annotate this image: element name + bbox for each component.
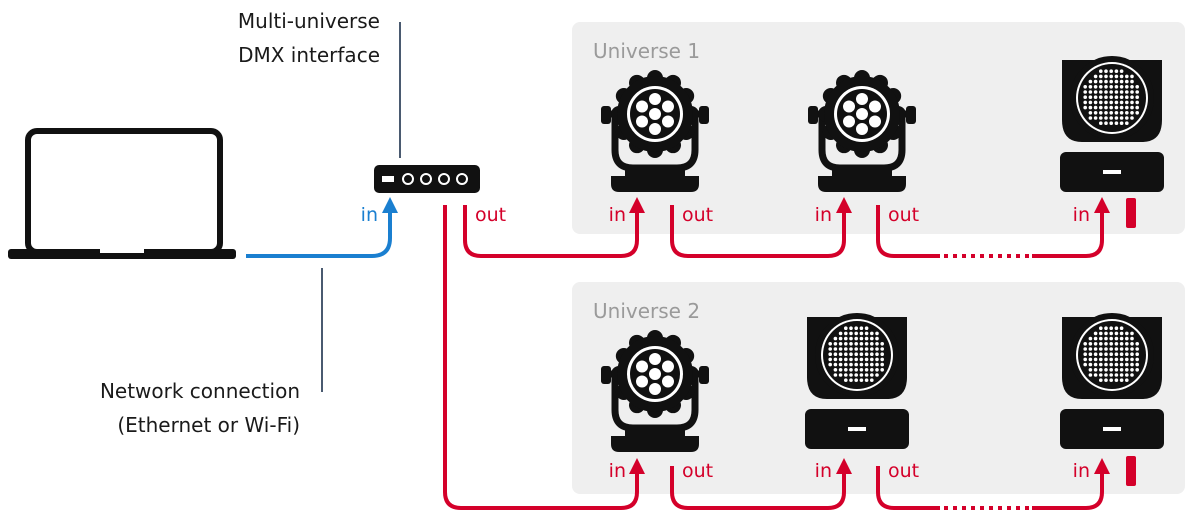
dmx-cables [443, 197, 1110, 510]
u2-f1-out-label: out [682, 460, 713, 482]
interface-in-label: in [361, 204, 378, 226]
u1-f3-in-label: in [1073, 204, 1090, 226]
cable-u1-fixture2-out [876, 205, 940, 258]
interface-label-line1: Multi-universe [238, 9, 380, 33]
par-light-icon-u1-f1 [601, 70, 709, 192]
u1-f1-out-label: out [682, 204, 713, 226]
u2-f2-out-label: out [888, 460, 919, 482]
moving-head-icon-u2-f3 [1060, 313, 1164, 449]
universe-1-label: Universe 1 [593, 39, 700, 63]
interface-out-label: out [475, 204, 506, 226]
u1-f1-in-label: in [609, 204, 626, 226]
cable-u2-to-fixture3 [1032, 458, 1110, 510]
cable-u1-interface-to-fixture1 [463, 197, 645, 258]
fixtures-layer [601, 56, 1164, 452]
dmx-interface-icon [374, 165, 480, 193]
cable-u1-fixture1-to-fixture2 [670, 197, 852, 258]
network-label-line1: Network connection [100, 379, 300, 403]
interface-label-line2: DMX interface [238, 43, 380, 67]
u2-f3-in-label: in [1073, 460, 1090, 482]
moving-head-icon-u1-f3 [1060, 56, 1164, 192]
u1-f2-out-label: out [888, 204, 919, 226]
u2-f2-in-label: in [815, 460, 832, 482]
network-label-line2: (Ethernet or Wi-Fi) [117, 413, 300, 437]
cable-u2-interface-to-fixture1 [443, 205, 645, 510]
u1-f2-in-label: in [815, 204, 832, 226]
moving-head-icon-u2-f2 [805, 313, 909, 449]
u2-f1-in-label: in [609, 460, 626, 482]
par-light-icon-u1-f2 [808, 70, 916, 192]
cable-u2-fixture1-to-fixture2 [670, 458, 852, 510]
universe-2-label: Universe 2 [593, 299, 700, 323]
cable-u1-to-fixture3 [1032, 197, 1110, 258]
terminator-u1 [1126, 198, 1136, 228]
network-cable [246, 197, 398, 258]
laptop-icon [8, 128, 236, 259]
par-light-icon-u2-f1 [601, 330, 709, 452]
cable-u2-fixture2-out [876, 466, 940, 510]
terminator-u2 [1126, 456, 1136, 486]
